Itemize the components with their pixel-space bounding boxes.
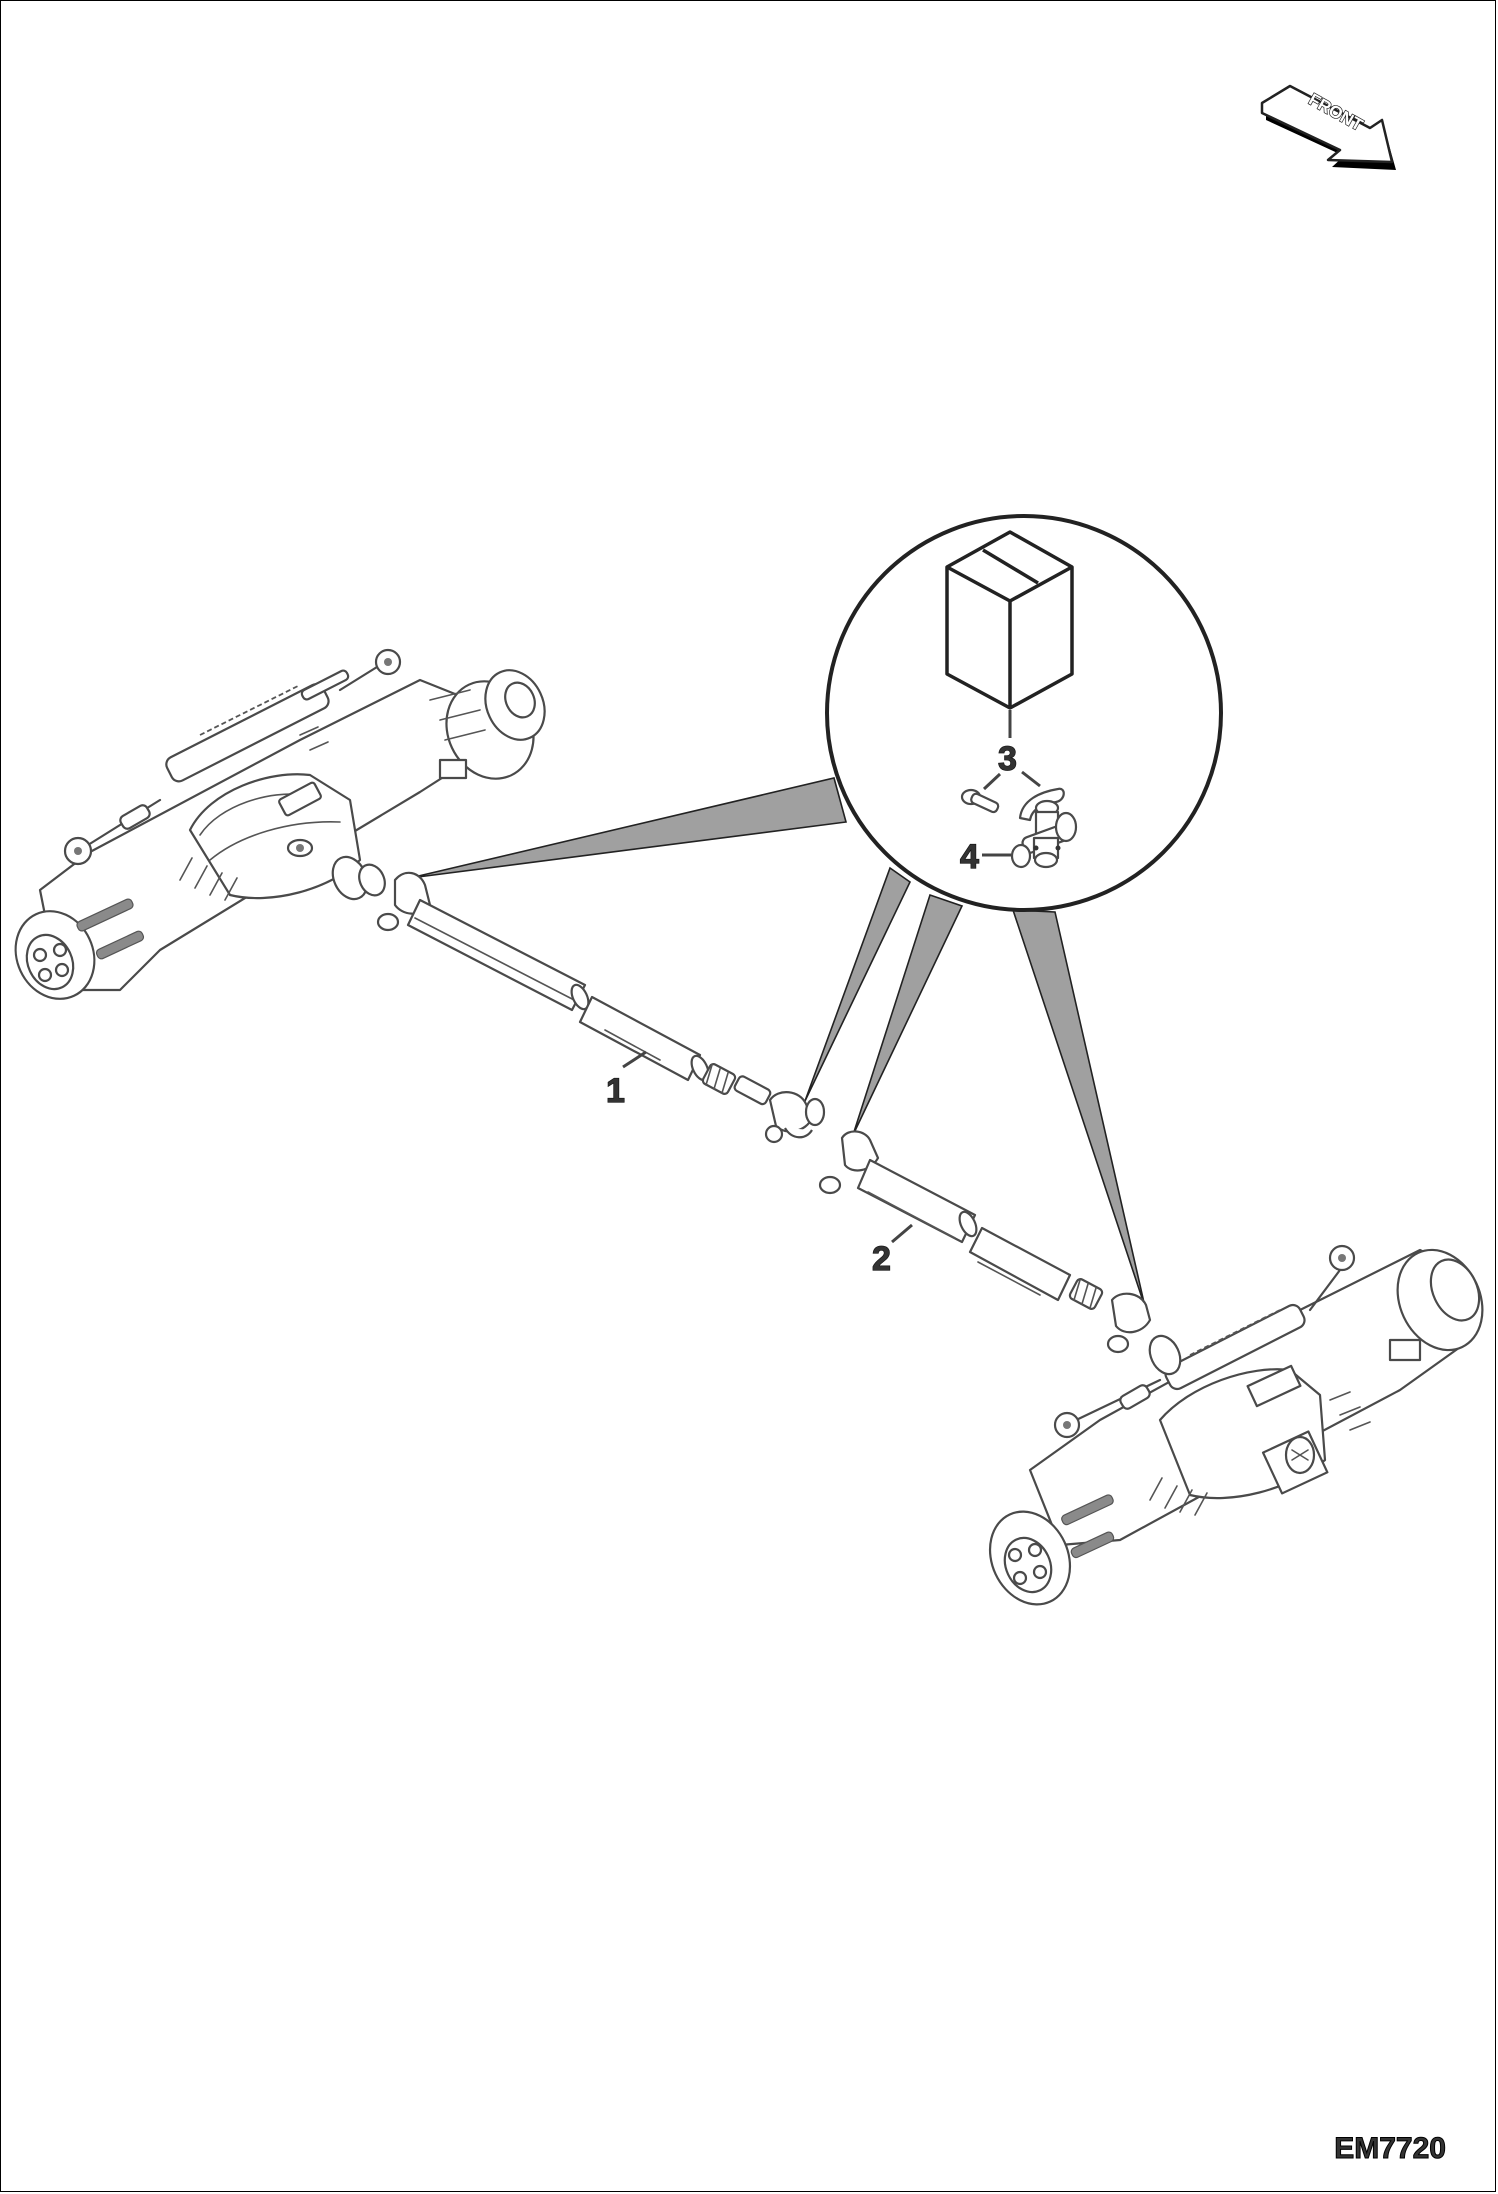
- rear-axle-assembly: [14, 648, 546, 1000]
- callout-label-3: 3: [998, 740, 1017, 778]
- figure-code: EM7720: [1334, 2132, 1447, 2166]
- leader-3-cross: [1021, 770, 1041, 788]
- front-axle-assembly: [988, 1244, 1484, 1606]
- front-direction-arrow-icon: FRONT: [1260, 84, 1396, 170]
- parts-kit-box-icon: [945, 530, 1074, 710]
- callout-label-1: 1: [606, 1072, 625, 1110]
- wedge-to-rear-yoke: [409, 777, 848, 879]
- detail-callout-circle: 3 4: [825, 514, 1223, 912]
- wedge-to-center-yoke-rear: [804, 866, 912, 1102]
- drive-shaft-front: 2: [818, 1130, 1152, 1354]
- callout-label-4: 4: [960, 838, 979, 876]
- universal-joint-cross-icon: [1018, 787, 1078, 869]
- wedge-to-front-yoke: [1011, 909, 1146, 1308]
- leader-3-bolt: [982, 772, 1002, 791]
- drive-shaft-rear: 1: [376, 871, 826, 1144]
- bearing-cap-icon: [1010, 843, 1032, 869]
- bolt-icon: [960, 788, 1000, 814]
- callout-label-2: 2: [872, 1240, 891, 1278]
- callout-wedges: [409, 777, 1146, 1308]
- wedge-to-center-yoke-front: [852, 893, 964, 1136]
